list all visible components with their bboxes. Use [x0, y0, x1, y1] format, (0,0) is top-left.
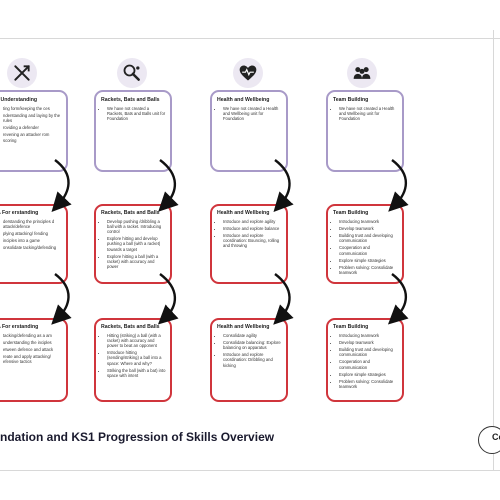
bullet-item: Consolidate balancing: Explore balancing… — [223, 340, 282, 350]
bullet-item: Cooperation and communication — [339, 359, 398, 369]
foundation-box: Team Building We have not created a Heal… — [326, 90, 404, 172]
bullet-item: reate and apply attacking/ efensive tact… — [3, 354, 62, 364]
bullet-item: Explore simple strategies — [339, 372, 398, 377]
bullet-item: Introduce and explore balance — [223, 226, 282, 231]
bullet-item: Building trust and developing communicat… — [339, 233, 398, 243]
bullet-item: tacking/defending as a am — [3, 333, 62, 338]
bullet-item: revening an attacker rom scoring — [3, 132, 62, 142]
heart-pulse-icon — [233, 58, 263, 88]
bullet-item: etween defence and attack — [3, 347, 62, 352]
team-group-icon — [347, 58, 377, 88]
brand-logo-text: Co — [492, 432, 500, 442]
top-border — [0, 38, 500, 39]
foundation-box: Health and Wellbeing We have not created… — [210, 90, 288, 172]
bullet-item: Problem solving: Consolidate teamwork — [339, 265, 398, 275]
year2-box: A For erstanding tacking/defending as a … — [0, 318, 68, 402]
bullet-item: Introduce hitting (sending/striking) a b… — [107, 350, 166, 365]
page-title: ndation and KS1 Progression of Skills Ov… — [0, 430, 275, 444]
bullet-item: Problem solving: Consolidate teamwork — [339, 379, 398, 389]
bullet-item: Consolidate agility — [223, 333, 282, 338]
bullet-item: Introducing teamwork — [339, 219, 398, 224]
bullet-item: Hitting (striking) a ball (with a racket… — [107, 333, 166, 348]
bullet-item: Introduce and explore agility — [223, 219, 282, 224]
bullet-item: We have not created a Rackets, Bats and … — [107, 106, 166, 121]
year1-box: Rackets, Bats and Balls Develop pushing … — [94, 204, 172, 284]
foundation-box: r Understanding ting form/keeping the ce… — [0, 90, 68, 172]
bullet-item: We have not created a Health and Wellbei… — [339, 106, 398, 121]
crossed-arrows-icon — [7, 58, 37, 88]
bullet-item: Develop teamwork — [339, 226, 398, 231]
year2-box: Health and Wellbeing Consolidate agility… — [210, 318, 288, 402]
bullet-item: Develop pushing /dribbling a ball with a… — [107, 219, 166, 234]
bullet-item: Develop teamwork — [339, 340, 398, 345]
racket-ball-icon — [117, 58, 147, 88]
bullet-item: onsolidate tacking/defending — [3, 245, 62, 250]
bullet-item: roviding a defender — [3, 125, 62, 130]
bullet-item: Explore hitting and develop pushing a ba… — [107, 236, 166, 251]
bullet-item: Striking the ball (with a bat) into spac… — [107, 368, 166, 378]
foundation-box: Rackets, Bats and Balls We have not crea… — [94, 90, 172, 172]
bullet-item: understanding the inciples — [3, 340, 62, 345]
bullet-item: Cooperation and communication — [339, 245, 398, 255]
bullet-item: We have not created a Health and Wellbei… — [223, 106, 282, 121]
bottom-border — [0, 470, 500, 471]
bullet-item: Introducing teamwork — [339, 333, 398, 338]
year2-box: Team Building Introducing teamworkDevelo… — [326, 318, 404, 402]
year1-box: Health and Wellbeing Introduce and explo… — [210, 204, 288, 284]
bullet-item: Building trust and developing communicat… — [339, 347, 398, 357]
bullet-item: plying attacking/ fending — [3, 231, 62, 236]
year1-box: A For erstanding derstanding the princip… — [0, 204, 68, 284]
bullet-item: derstanding the principles d attack/defe… — [3, 219, 62, 229]
right-border — [493, 30, 494, 470]
brand-logo — [478, 426, 500, 454]
year1-box: Team Building Introducing teamworkDevelo… — [326, 204, 404, 284]
bullet-item: nderstanding and laying by the rules — [3, 113, 62, 123]
bullet-item: Explore hitting a ball (with a racket) w… — [107, 254, 166, 269]
year2-box: Rackets, Bats and Balls Hitting (strikin… — [94, 318, 172, 402]
bullet-item: Introduce and explore coordination: Drib… — [223, 352, 282, 367]
bullet-item: inciples into a game — [3, 238, 62, 243]
bullet-item: Introduce and explore coordination: Boun… — [223, 233, 282, 248]
bullet-item: Explore simple strategies — [339, 258, 398, 263]
bullet-item: ting form/keeping the ces — [3, 106, 62, 111]
